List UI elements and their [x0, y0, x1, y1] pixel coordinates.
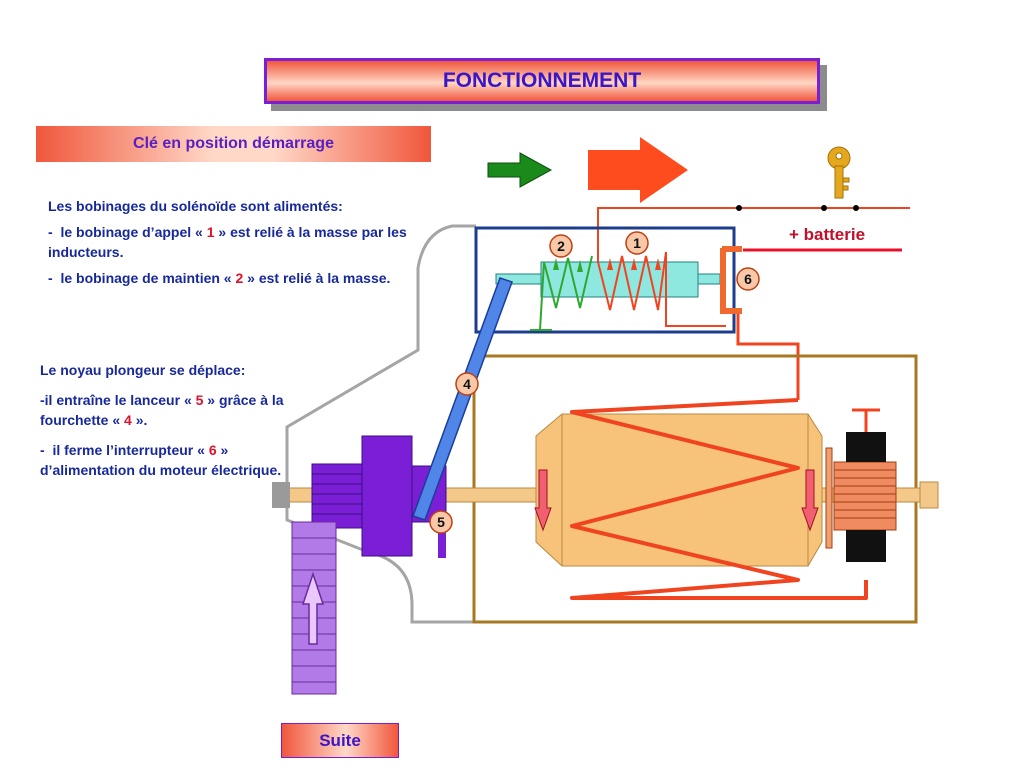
commutator-plate	[825, 447, 833, 549]
svg-text:5: 5	[437, 514, 445, 530]
plunger-description: Le noyau plongeur se déplace: -il entraî…	[40, 360, 310, 480]
page-title: FONCTIONNEMENT	[264, 58, 820, 104]
green-arrow-icon	[487, 152, 553, 188]
wire-node	[736, 205, 742, 211]
red-arrow-icon	[588, 137, 688, 203]
drive-collar-tab	[438, 516, 446, 558]
switch-close-text: - il ferme l’interrupteur « 6 » d’alimen…	[40, 442, 282, 478]
plunger-contact-rod	[697, 273, 721, 285]
field-winding	[570, 398, 868, 600]
contact-terminal	[722, 246, 742, 252]
hold-in-winding	[539, 255, 593, 331]
ignition-wire	[597, 207, 910, 262]
marker-6: 6	[736, 267, 760, 291]
shaft-end	[919, 481, 939, 509]
winding-arrow	[655, 258, 661, 270]
pinion-drive-text: -il entraîne le lanceur « 5 » grâce à la…	[40, 392, 284, 428]
hold-in-winding-text: - le bobinage de maintien « 2 » est reli…	[48, 270, 391, 286]
solenoid-box	[474, 226, 736, 334]
subtitle-banner: Clé en position démarrage	[36, 126, 431, 162]
pull-in-winding-text: - le bobinage d’appel « 1 » est relié à …	[48, 224, 407, 260]
motor-feed-wire	[736, 314, 800, 400]
brush-top	[846, 432, 886, 462]
winding-arrow	[607, 258, 613, 270]
battery-label: + batterie	[789, 225, 865, 244]
wire-node	[853, 205, 859, 211]
commutator	[833, 461, 897, 531]
winding-arrow	[553, 258, 559, 270]
svg-text:2: 2	[557, 238, 565, 254]
winding-arrow	[577, 260, 583, 272]
current-arrow-icon	[534, 469, 552, 532]
up-arrow-icon	[301, 571, 325, 645]
pinion-teeth	[311, 463, 363, 529]
marker-1: 1	[625, 231, 649, 255]
winding-arrow	[631, 258, 637, 270]
commutator-bars	[834, 469, 896, 519]
key-icon	[827, 146, 851, 199]
shaft-end	[272, 482, 290, 508]
pull-in-winding	[597, 251, 726, 327]
pinion-teeth-lines	[312, 473, 362, 515]
suite-button[interactable]: Suite	[281, 723, 399, 758]
marker-2: 2	[549, 234, 573, 258]
shift-fork	[412, 277, 513, 521]
solenoid-heading: Les bobinages du solénoïde sont alimenté…	[48, 198, 343, 214]
brush-bottom	[846, 530, 886, 562]
pinion-drive	[361, 435, 413, 557]
svg-text:6: 6	[744, 271, 752, 287]
svg-text:4: 4	[463, 376, 471, 392]
marker-4: 4	[455, 372, 479, 396]
solenoid-description: Les bobinages du solénoïde sont alimenté…	[48, 196, 418, 288]
contact-terminal	[722, 308, 742, 314]
svg-text:1: 1	[633, 235, 641, 251]
contact-plate	[720, 248, 726, 314]
marker-5: 5	[429, 510, 453, 534]
plunger-heading: Le noyau plongeur se déplace:	[40, 362, 246, 378]
current-arrow-icon	[801, 469, 819, 532]
wire-node	[821, 205, 827, 211]
